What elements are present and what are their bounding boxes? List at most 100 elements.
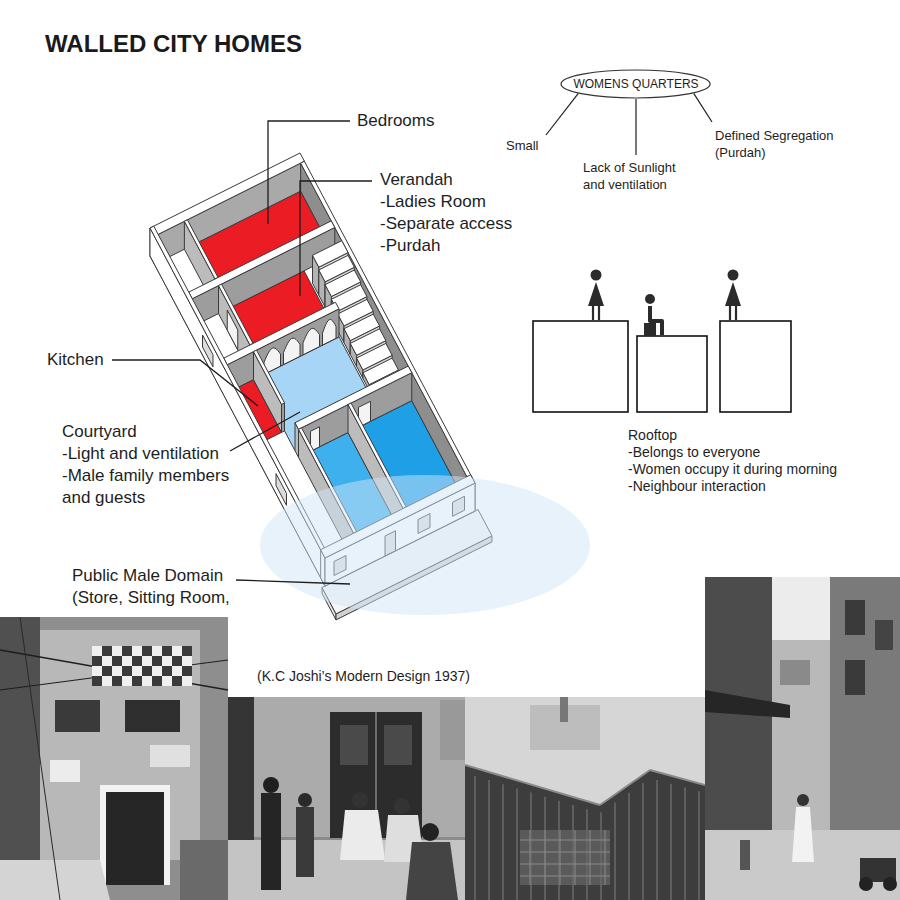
woman-figure — [728, 270, 739, 281]
photo-line — [600, 812, 602, 900]
woman-figure — [598, 306, 600, 320]
woman-figure — [725, 282, 741, 306]
photo-shape — [465, 697, 705, 900]
leader-line — [635, 99, 636, 155]
photo-shape — [152, 646, 162, 656]
wall-top — [189, 221, 335, 299]
photo-shape — [132, 656, 142, 666]
wall-face — [282, 403, 285, 433]
callout-label: Defined Segregation — [715, 128, 834, 144]
photo-shape — [162, 666, 172, 676]
roof-block — [637, 336, 707, 412]
photo-shape — [845, 660, 865, 695]
rooftop-illustration — [533, 270, 791, 413]
photo-shape — [780, 660, 810, 685]
photo-shape — [92, 666, 102, 676]
photo-line — [642, 783, 644, 900]
photo-shape — [122, 666, 132, 676]
photo-line — [698, 791, 700, 900]
photo-shape — [406, 842, 458, 900]
stool — [644, 323, 656, 336]
callout-label: -Light and ventilation — [62, 444, 219, 464]
photo-line — [20, 617, 60, 900]
photo-line — [684, 788, 686, 900]
wall-top — [224, 302, 339, 364]
photo-line — [628, 793, 630, 900]
callout-label: Bedrooms — [357, 111, 434, 131]
leader-line — [694, 94, 712, 122]
photo-shape — [152, 656, 162, 666]
callout-label: -Purdah — [380, 236, 440, 256]
callout-label: -Belongs to everyone — [628, 444, 760, 461]
photo-line — [650, 770, 705, 785]
photo-shape — [100, 785, 170, 885]
photo-shape — [112, 666, 122, 676]
photo-line — [530, 830, 531, 885]
photo-shape — [142, 646, 152, 656]
callout-label: and guests — [62, 488, 145, 508]
photo — [228, 697, 465, 900]
photo-line — [520, 852, 610, 853]
photo-shape — [172, 646, 182, 656]
woman-figure — [729, 306, 731, 320]
photo — [0, 617, 228, 900]
photo-shape — [142, 676, 152, 686]
photo-shape — [394, 798, 410, 814]
photo — [465, 697, 705, 900]
leader-line — [230, 412, 300, 451]
leader-line — [236, 580, 350, 584]
woman-figure — [591, 270, 602, 281]
photo-line — [558, 801, 560, 900]
node-text: WOMENS QUARTERS — [573, 77, 698, 91]
photo-shape — [125, 700, 180, 732]
photo-shape — [875, 620, 893, 650]
woman-figure — [592, 306, 594, 320]
photo-shape — [132, 676, 142, 686]
photo-shape — [772, 640, 832, 830]
photo-shape — [162, 676, 172, 686]
photo-shape — [172, 666, 182, 676]
photo-shape — [106, 792, 164, 885]
photo-line — [520, 876, 610, 877]
photo-line — [586, 809, 588, 900]
photo-line — [0, 650, 228, 690]
photo-shape — [465, 765, 705, 900]
photo-line — [502, 784, 504, 900]
photo-shape — [162, 656, 172, 666]
callout-label: -Separate access — [380, 214, 512, 234]
ellipse-node: WOMENS QUARTERS — [560, 69, 711, 99]
photo-line — [520, 840, 610, 841]
photo-shape — [520, 830, 610, 885]
arch-opening — [284, 338, 301, 364]
photo-line — [605, 830, 606, 885]
photo-shape — [261, 793, 281, 890]
photo-shape — [112, 656, 122, 666]
photo-shape — [102, 676, 112, 686]
photo-shape — [132, 666, 142, 676]
photo-shape — [92, 656, 102, 666]
photo-line — [656, 780, 658, 900]
seated-figure — [645, 294, 655, 304]
photo-shape — [0, 617, 40, 900]
callout-label: Lack of Sunlight — [583, 160, 676, 176]
callout-label: -Male family members — [62, 466, 229, 486]
photo-shape — [705, 690, 790, 718]
wall-top — [184, 220, 218, 279]
photo-shape — [172, 656, 182, 666]
photo-shape — [352, 792, 368, 808]
arch-opening — [323, 320, 337, 346]
photo-shape — [440, 700, 465, 760]
window-opening — [203, 335, 214, 367]
ellipse-outline — [561, 70, 710, 98]
photo-shape — [50, 760, 80, 782]
leader-line — [546, 94, 578, 135]
leader-line — [112, 360, 258, 406]
photo-shape — [705, 577, 900, 900]
callout-label: Public Male Domain — [72, 566, 223, 586]
photo-shape — [180, 840, 228, 900]
photo-shape — [55, 700, 100, 732]
photo-line — [544, 797, 546, 900]
photo-shape — [122, 646, 132, 656]
callout-label: -Neighbour interaction — [628, 478, 766, 495]
